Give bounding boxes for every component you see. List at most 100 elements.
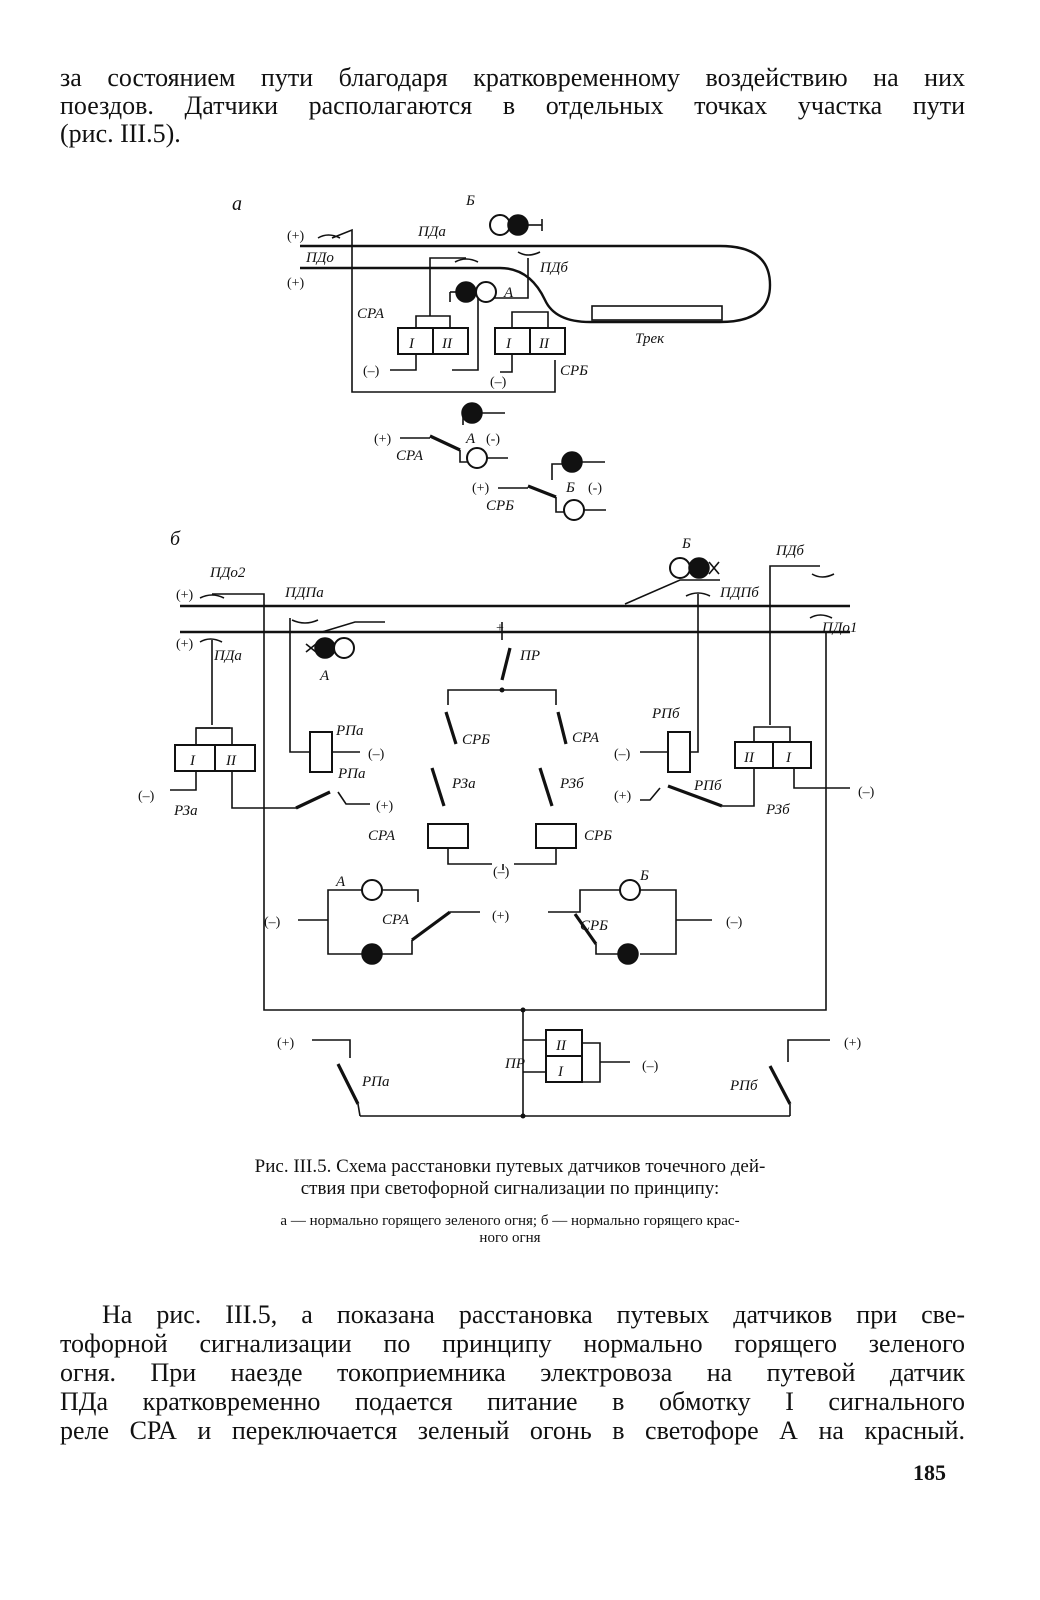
- body-line: ПДа кратковременно подается питание в об…: [60, 1387, 965, 1416]
- minus-label: (–): [264, 915, 281, 930]
- minus-label: (–): [363, 364, 380, 379]
- caption-line: Рис. III.5. Схема расстановки путевых да…: [254, 1156, 766, 1177]
- contact-sra: [556, 711, 568, 745]
- signal-a-lamp-unlit: [475, 281, 497, 303]
- winding-label: II: [538, 336, 550, 352]
- plus-label: (+): [376, 799, 394, 814]
- minus-label: (–): [493, 865, 510, 880]
- sub-b-lamp-lit: [561, 451, 583, 473]
- intro-line: за состоянием пути благодаря кратковреме…: [60, 63, 965, 92]
- relay-rpa-label: РПа: [335, 723, 364, 739]
- relay-sra: [427, 823, 469, 849]
- relay-rza-label: РЗа: [173, 803, 198, 819]
- signal-a-lamp-lit: [314, 637, 336, 659]
- minus-label: (–): [490, 375, 507, 390]
- contact-rpb-label: РПб: [693, 778, 722, 794]
- body-line: реле СРА и переключается зеленый огонь в…: [60, 1416, 965, 1445]
- minus-label: (–): [726, 915, 743, 930]
- relay-sra-winding-1: [397, 327, 434, 355]
- winding-label: II: [225, 753, 237, 769]
- plus-label: (+): [287, 229, 305, 244]
- minus-label: (–): [368, 747, 385, 762]
- signal-b-lamp-lit: [617, 943, 639, 965]
- wire: [331, 228, 556, 393]
- caption-line: а — нормально горящего зеленого огня; б …: [280, 1213, 740, 1229]
- track-loop: [300, 244, 772, 324]
- plus-label: (+): [176, 637, 194, 652]
- contact-srb: [444, 711, 458, 745]
- intro-paragraph: за состоянием пути благодаря кратковреме…: [60, 64, 965, 148]
- relay-rpb: [667, 731, 691, 773]
- winding-label: I: [785, 750, 792, 766]
- sensor-pdo-label: ПДо: [305, 250, 334, 266]
- contact-rza-label: РЗа: [451, 776, 476, 792]
- minus-label: (–): [138, 789, 155, 804]
- contact-sra: [429, 434, 461, 452]
- contact-rpa-label: РПа: [361, 1074, 390, 1090]
- contact-rpa-label: РПа: [337, 766, 366, 782]
- plus-label: (+): [176, 588, 194, 603]
- svg-text:(-): (-): [588, 481, 602, 496]
- wire-loop: [212, 593, 827, 1011]
- signal-a-lamp-lit: [361, 943, 383, 965]
- contact-sra-label: СРА: [396, 448, 424, 464]
- signal-a-label: А: [503, 285, 514, 301]
- relay-rzb-label: РЗб: [765, 802, 790, 818]
- plus-label: (+): [277, 1036, 295, 1051]
- contact-pr: [500, 647, 512, 681]
- diagram-part-b: б ПДо2 ПДПа (+) (+) ПДа I II (–) РЗа (+)…: [138, 528, 875, 1119]
- sensor-pdb-label: ПДб: [539, 260, 568, 276]
- figure-caption-title: Рис. III.5. Схема расстановки путевых да…: [140, 1156, 880, 1200]
- figure-caption-legend: а — нормально горящего зеленого огня; б …: [140, 1213, 880, 1247]
- signal-b-lamp-unlit: [619, 879, 641, 901]
- relay-srb-label: СРБ: [584, 828, 612, 844]
- plus-label: (+): [614, 789, 632, 804]
- contact-rpa: [336, 1063, 360, 1105]
- sensor-pda-label: ПДа: [213, 648, 242, 664]
- sensor-pdb-label: ПДб: [775, 543, 804, 559]
- sensor-pdo1-label: ПДо1: [821, 620, 857, 636]
- signal-b-label: Б: [465, 193, 475, 209]
- sub-a-lamp-lit: [461, 402, 483, 424]
- signal-a-lamp-lit: [455, 281, 477, 303]
- signal-b-label: Б: [681, 536, 691, 552]
- contact-rpb-label: РПб: [729, 1078, 758, 1094]
- minus-label: (–): [614, 747, 631, 762]
- contact-rza: [430, 767, 446, 807]
- diagram-part-a: а Б Трек (+) (+) ПДо ПДа ПДб А СРА I: [232, 193, 772, 521]
- contact-rpb: [768, 1065, 792, 1105]
- sensor-pdpa-label: ПДПа: [284, 585, 324, 601]
- sensor-pdpb-label: ПДПб: [719, 585, 759, 601]
- sub-a-lamp-unlit: [466, 447, 488, 469]
- body-paragraph: На рис. III.5, а показана расстановка пу…: [60, 1300, 965, 1445]
- contact-rpb: [667, 784, 723, 808]
- track-segment: [591, 305, 723, 321]
- signal-a-lamp-unlit: [333, 637, 355, 659]
- relay-rza-winding-1: [174, 744, 216, 772]
- signal-a-label: А: [335, 874, 346, 890]
- minus-label: (–): [858, 785, 875, 800]
- winding-label: II: [743, 750, 755, 766]
- caption-line: ствия при светофорной сигнализации по пр…: [300, 1178, 720, 1199]
- plus-label: (+): [492, 909, 510, 924]
- signal-b-lamp-lit: [688, 557, 710, 579]
- plus-label: (+): [287, 276, 305, 291]
- relay-sra-winding-2: [432, 327, 469, 355]
- signal-a-lamp-unlit: [361, 879, 383, 901]
- relay-sra-label: СРА: [368, 828, 396, 844]
- panel-label-b: б: [170, 528, 181, 550]
- sub-b-label: Б: [565, 480, 575, 496]
- winding-label: II: [441, 336, 453, 352]
- signal-b-label: Б: [639, 868, 649, 884]
- relay-sra-label: СРА: [357, 306, 385, 322]
- signal-b-lamp-unlit: [669, 557, 691, 579]
- relay-srb-winding-1: [494, 327, 531, 355]
- contact-srb-label: СРБ: [462, 732, 490, 748]
- winding-label: I: [408, 336, 415, 352]
- relay-pr-winding-1: [545, 1055, 583, 1083]
- relay-rzb-winding-2: [734, 741, 774, 769]
- contact-sra-label: СРА: [572, 730, 600, 746]
- intro-line: поездов. Датчики располагаются в отдельн…: [60, 91, 965, 120]
- body-line: тофорной сигнализации по принципу нормал…: [60, 1329, 965, 1358]
